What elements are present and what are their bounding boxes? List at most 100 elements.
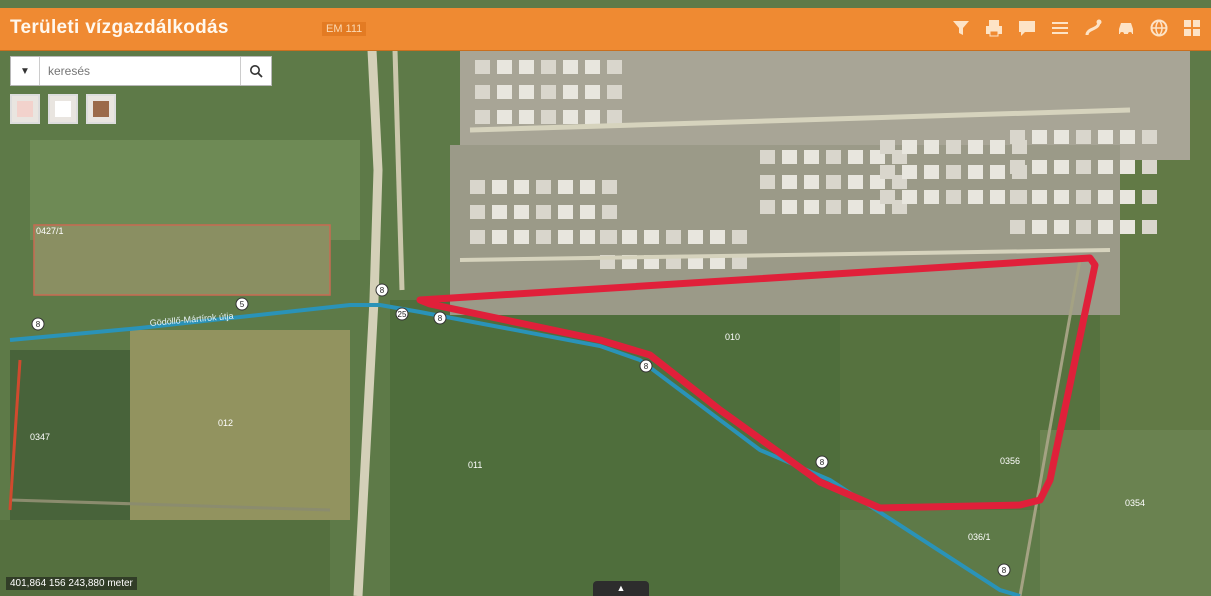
route-markers: 8 25 8 5 8 8 8 8 [31, 283, 1011, 577]
layer-light[interactable] [10, 94, 40, 124]
search-input[interactable] [40, 57, 240, 85]
house [536, 205, 551, 219]
layer-satellite-swatch [93, 101, 109, 117]
house [1120, 160, 1135, 174]
main-road [353, 50, 383, 596]
east-track [1018, 259, 1082, 596]
toolbar [947, 14, 1205, 41]
route-marker-circle [433, 311, 447, 325]
house [946, 140, 961, 154]
house [1054, 190, 1069, 204]
house [1032, 220, 1047, 234]
house [497, 110, 512, 124]
map-canvas[interactable]: Gödöllő-Mártírok útja 0427/1034701201101… [0, 50, 1211, 596]
bottom-panel-toggle[interactable]: ▲ [593, 581, 649, 596]
search-button[interactable] [240, 57, 271, 85]
house [1076, 190, 1091, 204]
route-marker[interactable]: 8 [639, 359, 653, 373]
house [1010, 130, 1025, 144]
parcel-label: 0347 [30, 432, 50, 442]
house [1054, 220, 1069, 234]
layer-satellite[interactable] [86, 94, 116, 124]
house [990, 190, 1005, 204]
street-north [469, 107, 1131, 133]
house [880, 190, 895, 204]
house [514, 230, 529, 244]
route-marker[interactable]: 8 [433, 311, 447, 325]
print-icon[interactable] [980, 14, 1007, 41]
house [902, 165, 917, 179]
parcel-label: 011 [468, 460, 482, 470]
layer-switcher [10, 94, 116, 124]
filter-icon[interactable] [947, 14, 974, 41]
route-marker[interactable]: 8 [815, 455, 829, 469]
route-marker-label: 8 [644, 362, 649, 371]
house [1076, 220, 1091, 234]
house [1142, 130, 1157, 144]
search-bar: ▼ [10, 56, 272, 86]
route-marker-circle [639, 359, 653, 373]
chevron-down-icon[interactable]: ▼ [11, 57, 40, 85]
house [1142, 160, 1157, 174]
parcel-label: 010 [725, 332, 740, 342]
house [602, 180, 617, 194]
house [1010, 160, 1025, 174]
house [990, 165, 1005, 179]
route-marker[interactable]: 25 [395, 307, 409, 321]
comment-icon[interactable] [1013, 14, 1040, 41]
house [470, 180, 485, 194]
search-icon [250, 65, 263, 78]
parcel-label: 0356 [1000, 456, 1020, 466]
house [475, 85, 490, 99]
route-marker[interactable]: 8 [997, 563, 1011, 577]
list-icon[interactable] [1046, 14, 1073, 41]
house [470, 205, 485, 219]
route-marker-label: 8 [380, 286, 385, 295]
house [580, 205, 595, 219]
house [475, 60, 490, 74]
house [946, 165, 961, 179]
parcel-label: 0354 [1125, 498, 1145, 508]
house [968, 190, 983, 204]
house [826, 200, 841, 214]
house [1142, 220, 1157, 234]
house [475, 110, 490, 124]
app-title: Területi vízgazdálkodás [10, 17, 229, 38]
house [848, 150, 863, 164]
house [580, 230, 595, 244]
house [1010, 190, 1025, 204]
coordinates-readout: 401,864 156 243,880 meter [6, 577, 137, 590]
house [1098, 220, 1113, 234]
house [541, 60, 556, 74]
route-marker[interactable]: 8 [31, 317, 45, 331]
route-icon[interactable] [1079, 14, 1106, 41]
house [514, 205, 529, 219]
houses [470, 60, 1157, 269]
car-icon[interactable] [1112, 14, 1139, 41]
route-marker[interactable]: 8 [375, 283, 389, 297]
house [826, 175, 841, 189]
house [666, 230, 681, 244]
route-marker-label: 8 [36, 320, 41, 329]
house [990, 140, 1005, 154]
house [804, 200, 819, 214]
house [585, 110, 600, 124]
highlighted-route[interactable] [416, 254, 1099, 512]
grid-icon[interactable] [1178, 14, 1205, 41]
globe-icon[interactable] [1145, 14, 1172, 41]
field-south-west [130, 330, 350, 520]
field-track [9, 498, 331, 512]
house [536, 230, 551, 244]
house [804, 175, 819, 189]
house [760, 200, 775, 214]
route-marker-circle [395, 307, 409, 321]
house [600, 230, 615, 244]
house [782, 150, 797, 164]
route-marker-circle [375, 283, 389, 297]
route-marker[interactable]: 5 [235, 297, 249, 311]
house [514, 180, 529, 194]
house [924, 165, 939, 179]
house [732, 230, 747, 244]
layer-white[interactable] [48, 94, 78, 124]
